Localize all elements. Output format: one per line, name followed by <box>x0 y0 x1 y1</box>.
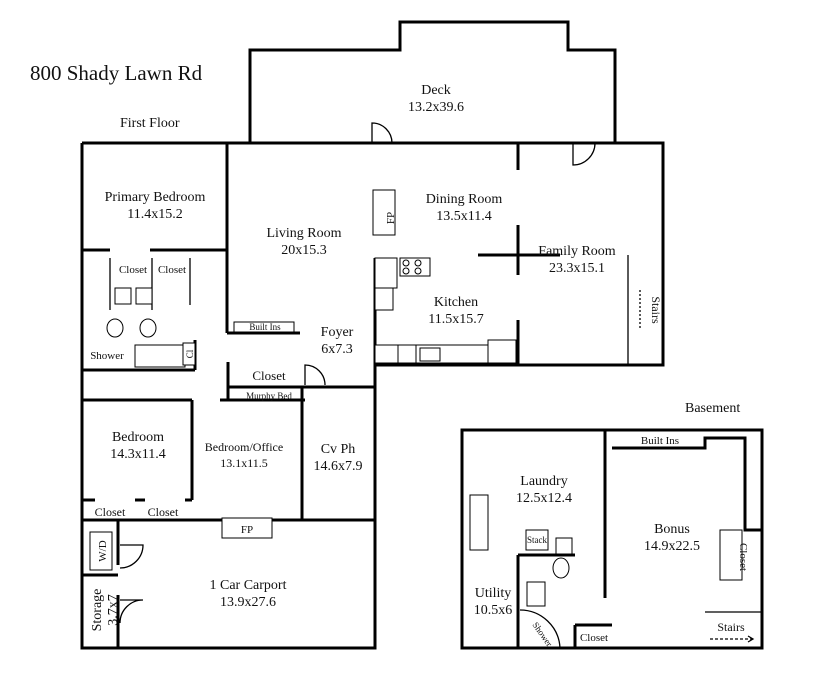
foyer-door <box>304 364 326 386</box>
living-fireplace <box>372 189 396 236</box>
storage-door <box>119 599 144 624</box>
deck-door <box>371 122 393 144</box>
bedroom-name: Bedroom <box>112 430 164 445</box>
dining-room-name: Dining Room <box>426 192 503 207</box>
bidet <box>139 318 157 338</box>
built-ins-label: Built Ins <box>249 322 281 332</box>
wd-label: W/D <box>97 540 109 561</box>
basement-closet-label: Closet <box>580 632 608 644</box>
hall-closet-label: Closet <box>252 368 286 383</box>
kitchen-name: Kitchen <box>434 295 478 310</box>
cv-ph-name: Cv Ph <box>321 442 356 457</box>
vanity-sink-2 <box>135 287 153 305</box>
burner <box>402 259 410 267</box>
utility-name: Utility <box>475 586 512 601</box>
shower-label: Shower <box>90 350 124 362</box>
foyer-dims: 6x7.3 <box>321 342 353 357</box>
basement-walls: Closet Stack <box>460 428 764 650</box>
first-floor-walls <box>80 20 665 650</box>
doors <box>119 122 596 624</box>
family-room-name: Family Room <box>538 244 616 259</box>
laundry-counter <box>469 494 489 551</box>
carport-name: 1 Car Carport <box>210 578 287 593</box>
stack-label: Stack <box>527 535 547 545</box>
storage-dims: 3.7x7 <box>106 594 121 626</box>
bedroom-closet-label-2: Closet <box>148 505 179 519</box>
cv-ph-dims: 14.6x7.9 <box>314 459 363 474</box>
basement-label: Basement <box>685 401 740 416</box>
murphy-bed-label: Murphy Bed <box>246 391 292 401</box>
linen-closet <box>182 342 196 366</box>
deck-outline <box>248 20 617 143</box>
carport-door <box>119 544 144 569</box>
fixtures: FP Built Ins Cl FP W/D <box>89 189 629 571</box>
carport-dims: 13.9x27.6 <box>220 595 276 610</box>
utility-toilet <box>552 557 570 579</box>
primary-bedroom-dims: 11.4x15.2 <box>127 207 182 222</box>
utility-shower <box>519 609 561 649</box>
living-room-name: Living Room <box>266 226 341 241</box>
bonus-dims: 14.9x22.5 <box>644 539 700 554</box>
primary-bedroom-name: Primary Bedroom <box>105 190 206 205</box>
first-floor-label: First Floor <box>120 116 180 131</box>
washer-dryer <box>89 531 113 571</box>
burner <box>414 267 422 275</box>
kitchen-dims: 11.5x15.7 <box>428 312 483 327</box>
laundry-dims: 12.5x12.4 <box>516 491 572 506</box>
basement-outline <box>460 428 764 650</box>
foyer-name: Foyer <box>321 325 354 340</box>
bonus-closet <box>719 529 743 581</box>
dining-room-dims: 13.5x11.4 <box>436 209 491 224</box>
deck-dims: 13.2x39.6 <box>408 100 464 115</box>
living-room-dims: 20x15.3 <box>281 243 327 258</box>
utility-vanity <box>526 581 546 607</box>
storage-name: Storage <box>90 589 105 632</box>
first-floor-stairs-label: Stairs <box>649 296 663 324</box>
built-ins <box>233 321 295 333</box>
deck-name: Deck <box>421 83 451 98</box>
bonus-name: Bonus <box>654 522 690 537</box>
linen-closet-label: Cl <box>185 349 195 358</box>
dishwasher <box>397 344 417 364</box>
carport-fp-label: FP <box>241 524 253 536</box>
fireplace-label: FP <box>385 212 397 224</box>
bedroom-office-dims: 13.1x11.5 <box>220 456 268 470</box>
property-address: 800 Shady Lawn Rd <box>30 61 203 85</box>
kitchen-counter-left <box>374 257 398 289</box>
primary-closet-label-2: Closet <box>158 264 186 276</box>
basement-labels: Laundry 12.5x12.4 Utility 10.5x6 Bonus 1… <box>474 435 755 648</box>
burner <box>414 259 422 267</box>
basement-built-ins-label: Built Ins <box>641 435 679 447</box>
bonus-closet-label: Closet <box>737 543 749 571</box>
burner <box>402 267 410 275</box>
toilet <box>106 318 124 338</box>
family-room-dims: 23.3x15.1 <box>549 261 605 276</box>
bedroom-closet-label-1: Closet <box>95 505 126 519</box>
house-outline <box>80 141 665 650</box>
utility-dims: 10.5x6 <box>474 603 513 618</box>
bathtub <box>134 344 186 368</box>
refrigerator <box>487 339 517 364</box>
basement-stairs-arrowhead <box>747 635 755 643</box>
basement-stairs-label: Stairs <box>717 620 745 634</box>
kitchen-sink <box>419 347 441 362</box>
family-door <box>572 142 596 166</box>
stack-washer <box>525 529 549 551</box>
vanity-sink-1 <box>114 287 132 305</box>
bedroom-dims: 14.3x11.4 <box>110 447 165 462</box>
bedroom-office-name: Bedroom/Office <box>205 440 283 454</box>
built-ins-wall <box>612 436 762 532</box>
room-labels: Deck 13.2x39.6 Primary Bedroom 11.4x15.2… <box>90 83 663 631</box>
carport-fireplace <box>221 517 273 539</box>
primary-closet-label-1: Closet <box>119 264 147 276</box>
laundry-name: Laundry <box>520 474 567 489</box>
kitchen-counter <box>374 287 394 311</box>
utility-sink <box>555 537 573 555</box>
